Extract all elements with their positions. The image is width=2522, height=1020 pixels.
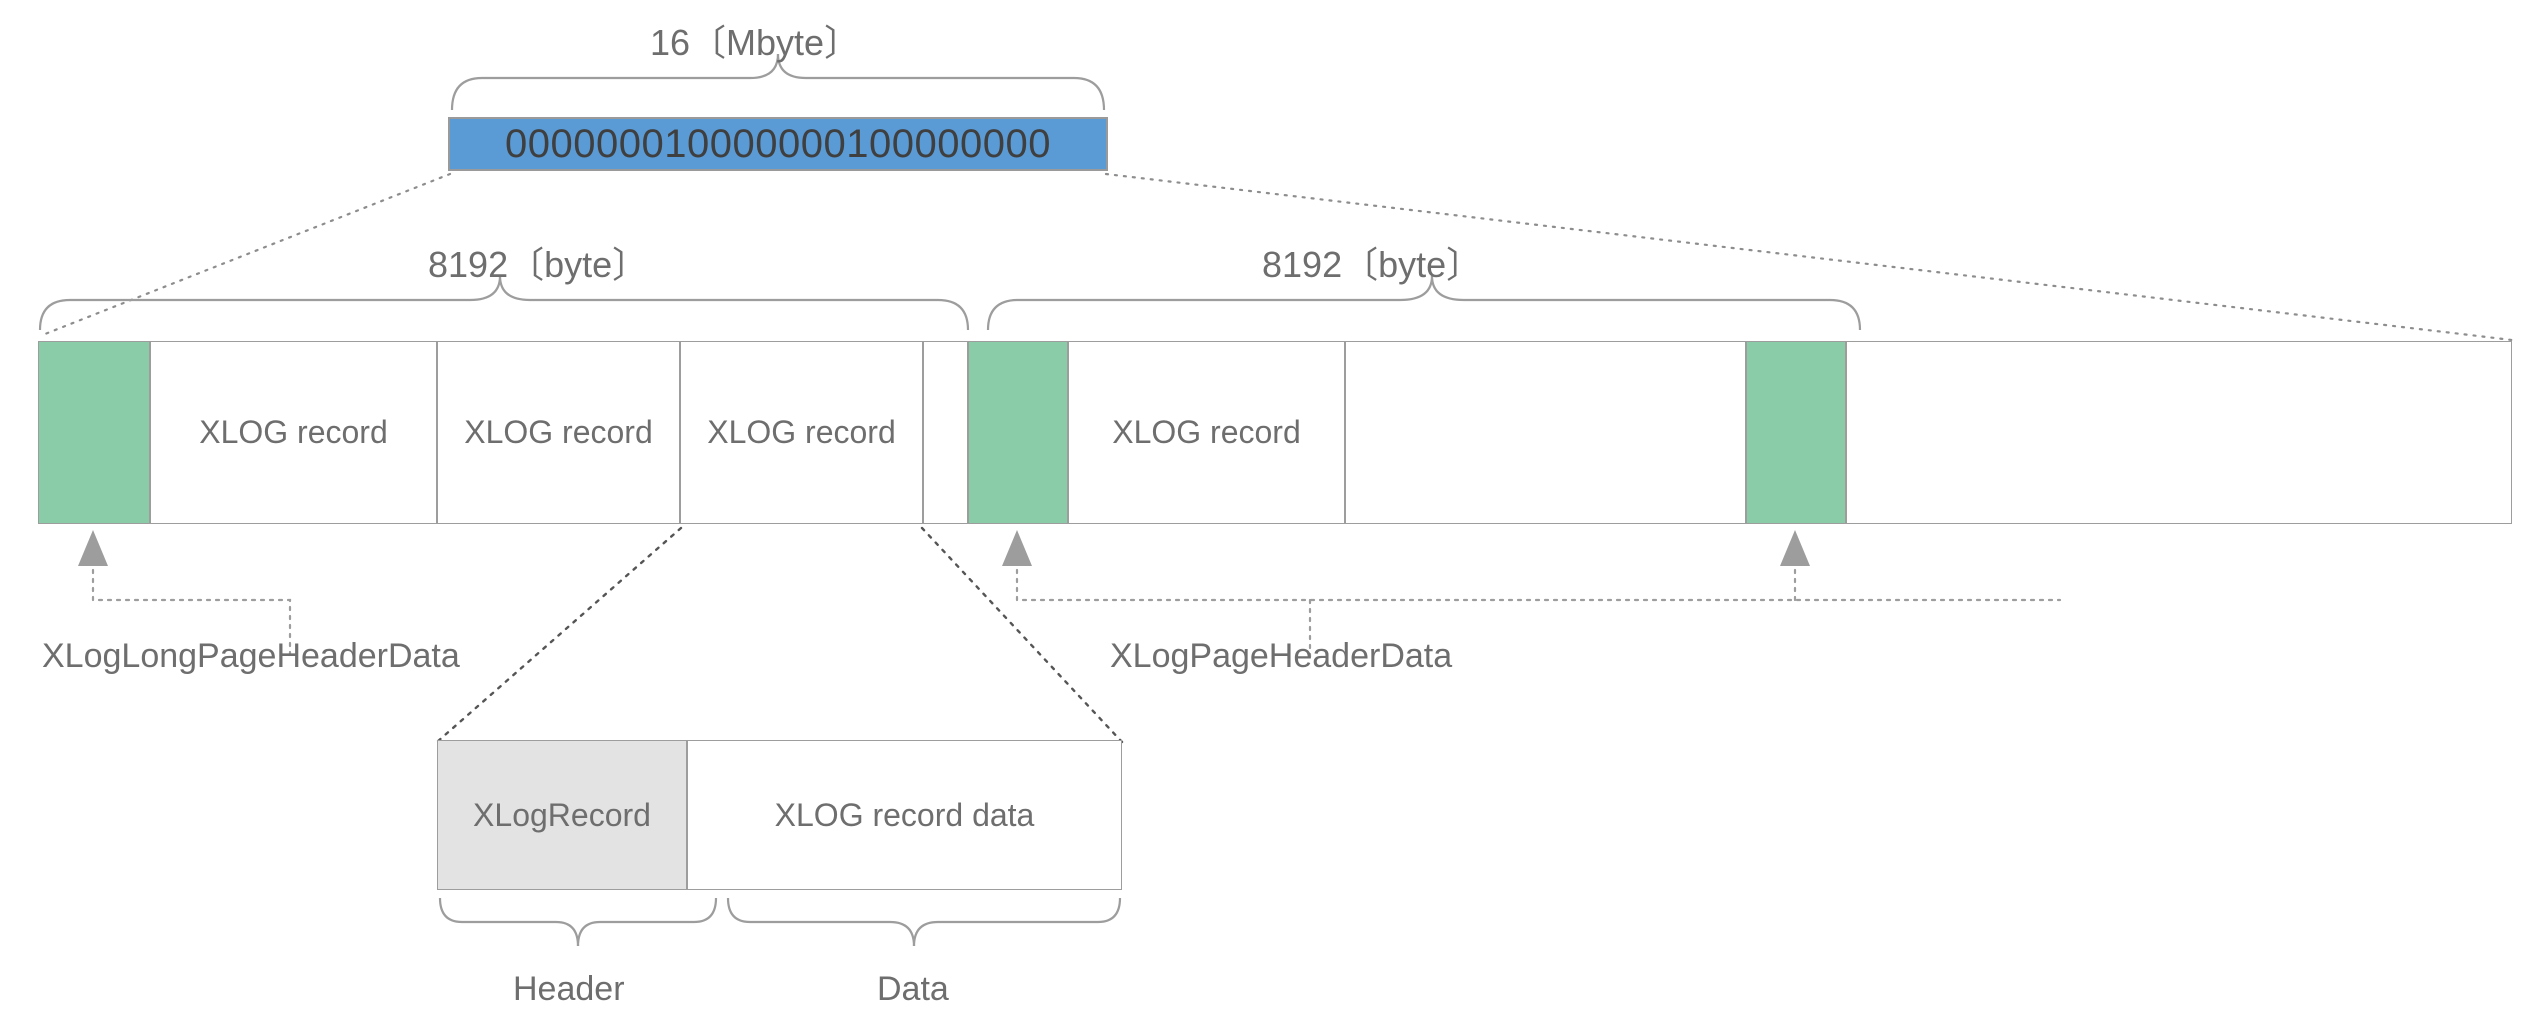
segment-cell-free-space-3 [1846,341,2512,524]
expansion-guides [38,172,2514,342]
segment-cell-label: XLOG record [199,414,388,450]
record-detail-cell-xlogrecord: XLogRecord [437,740,687,890]
brace-page2-8192 [986,275,1862,331]
brace-data [726,897,1122,947]
record-zoom-guides [435,526,1124,744]
wal-filename-bar: 000000010000000100000000 [448,117,1108,171]
record-detail-cell-label: XLOG record data [774,796,1035,833]
callout-long-page-header-connector [78,530,292,662]
brace-label-data: Data [877,970,949,1008]
segment-cell-label: XLOG record [1112,414,1301,450]
segment-cell-free-space-1 [923,341,968,524]
callout-label-xlog-long-page-header-data: XLogLongPageHeaderData [42,637,460,675]
callout-label-xlog-page-header-data: XLogPageHeaderData [1110,637,1453,675]
segment-size-label: 16〔Mbyte〕 [650,22,861,63]
brace-page1-8192 [38,275,970,331]
brace-header [438,897,718,947]
page2-size-label: 8192〔byte〕 [1262,244,1483,285]
segment-cell-xlog-record-4: XLOG record [1068,341,1345,524]
segment-cell-label: XLOG record [464,414,653,450]
callout-page-header-connector [1002,530,2062,662]
wal-filename-text: 000000010000000100000000 [505,121,1051,166]
segment-cell-page-header-long [38,341,150,524]
brace-16mbyte [450,53,1106,111]
segment-cell-free-space-2 [1345,341,1746,524]
segment-cell-xlog-record-1: XLOG record [150,341,437,524]
segment-cell-page-header-2 [1746,341,1846,524]
brace-label-header: Header [513,970,625,1008]
segment-cell-xlog-record-2: XLOG record [437,341,680,524]
record-detail-cell-label: XLogRecord [473,796,651,833]
segment-cell-xlog-record-3: XLOG record [680,341,923,524]
record-detail-cell-record-data: XLOG record data [687,740,1122,890]
segment-cell-label: XLOG record [707,414,896,450]
page1-size-label: 8192〔byte〕 [428,244,649,285]
segment-cell-page-header-1 [968,341,1068,524]
